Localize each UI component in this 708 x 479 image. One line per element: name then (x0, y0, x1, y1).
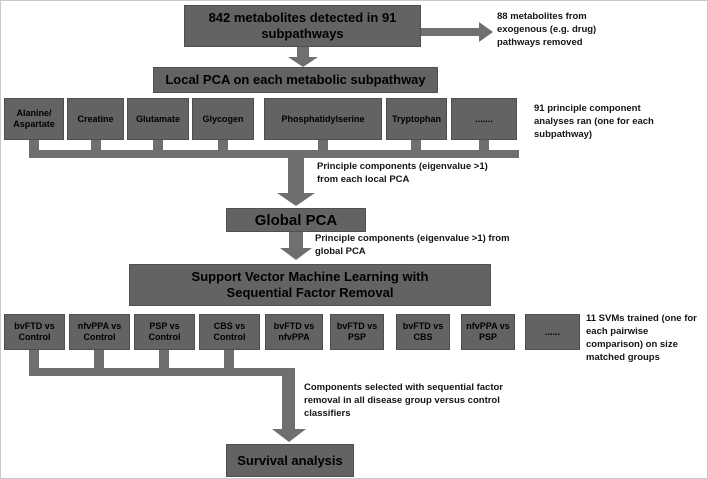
box-svm-comparison-label: nfvPPA vs PSP (466, 321, 510, 342)
box-subpathway-label: Alanine/ Aspartate (13, 108, 55, 129)
box-subpathway-label: ....... (475, 113, 493, 124)
box-svm-psp-control: PSP vs Control (134, 314, 195, 350)
arrow-to-survival-head-icon (272, 429, 306, 442)
connector-stub (29, 140, 39, 154)
box-subpathway-label: Glutamate (135, 113, 180, 124)
connector-stub (153, 140, 163, 154)
box-svm-nfvppa-control: nfvPPA vs Control (69, 314, 130, 350)
note-exogenous-removed: 88 metabolites from exogenous (e.g. drug… (497, 11, 597, 48)
connector-stub (411, 140, 421, 154)
box-subpathway-label: Tryptophan (392, 113, 441, 124)
box-subpathway-glutamate: Glutamate (127, 98, 189, 140)
connector-bar-row1 (29, 150, 519, 158)
note-91-analyses: 91 principle component analyses ran (one… (534, 103, 654, 140)
connector-stub (159, 350, 169, 370)
arrow-to-global-pca-shaft (288, 158, 304, 194)
connector-bar-row2 (29, 368, 295, 376)
connector-stub (29, 350, 39, 370)
box-global-pca-label: Global PCA (254, 211, 338, 229)
arrow-to-survival-shaft (282, 368, 295, 430)
box-svm-bvftd-nfvppa: bvFTD vs nfvPPA (265, 314, 323, 350)
box-local-pca: Local PCA on each metabolic subpathway (153, 67, 438, 93)
note-global-components: Principle components (eigenvalue >1) fro… (315, 233, 510, 257)
box-svm-bvftd-control: bvFTD vs Control (4, 314, 65, 350)
arrow-down-1-shaft (297, 47, 309, 58)
connector-stub (218, 140, 228, 154)
arrow-to-svm-shaft (289, 232, 303, 249)
box-subpathway-label: Phosphatidylserine (281, 113, 365, 124)
box-local-pca-label: Local PCA on each metabolic subpathway (165, 72, 426, 87)
box-svm-comparison-label: nfvPPA vs Control (77, 321, 122, 342)
box-subpathway-alanine-aspartate: Alanine/ Aspartate (4, 98, 64, 140)
connector-stub (91, 140, 101, 154)
box-svm-label: Support Vector Machine Learning with Seq… (191, 269, 429, 300)
connector-stub (224, 350, 234, 370)
box-subpathway-ellipsis: ....... (451, 98, 517, 140)
arrow-down-1-head-icon (288, 57, 318, 67)
box-subpathway-phosphatidylserine: Phosphatidylserine (264, 98, 382, 140)
box-survival-analysis-label: Survival analysis (237, 452, 343, 468)
box-svm-comparison-label: PSP vs Control (148, 321, 181, 342)
box-svm-comparison-label: ...... (544, 326, 560, 337)
note-11-svms: 11 SVMs trained (one for each pairwise c… (586, 313, 697, 363)
box-metabolites-detected-label: 842 metabolites detected in 91 subpathwa… (208, 10, 397, 41)
box-svm-ellipsis: ...... (525, 314, 580, 350)
box-svm-bvftd-cbs: bvFTD vs CBS (396, 314, 450, 350)
box-svm-comparison-label: bvFTD vs CBS (402, 321, 444, 342)
box-subpathway-glycogen: Glycogen (192, 98, 254, 140)
note-local-components: Principle components (eigenvalue >1) fro… (317, 161, 488, 185)
box-svm-bvftd-psp: bvFTD vs PSP (330, 314, 384, 350)
note-components-selected: Components selected with sequential fact… (304, 382, 504, 419)
box-subpathway-label: Glycogen (202, 113, 244, 124)
connector-stub (479, 140, 489, 154)
box-svm-nfvppa-psp: nfvPPA vs PSP (461, 314, 515, 350)
arrow-to-global-pca-head-icon (277, 193, 315, 206)
arrow-right-exogenous-head-icon (479, 22, 493, 42)
box-subpathway-creatine: Creatine (67, 98, 124, 140)
box-subpathway-label: Creatine (77, 113, 114, 124)
box-metabolites-detected: 842 metabolites detected in 91 subpathwa… (184, 5, 421, 47)
box-svm-cbs-control: CBS vs Control (199, 314, 260, 350)
box-global-pca: Global PCA (226, 208, 366, 232)
box-svm-comparison-label: bvFTD vs Control (14, 321, 55, 342)
box-svm-comparison-label: CBS vs Control (213, 321, 246, 342)
box-svm-comparison-label: bvFTD vs PSP (336, 321, 378, 342)
connector-stub (94, 350, 104, 370)
box-subpathway-tryptophan: Tryptophan (386, 98, 447, 140)
box-svm: Support Vector Machine Learning with Seq… (129, 264, 491, 306)
box-survival-analysis: Survival analysis (226, 444, 354, 477)
arrow-right-exogenous-shaft (421, 28, 479, 36)
connector-stub (318, 140, 328, 154)
box-svm-comparison-label: bvFTD vs nfvPPA (273, 321, 315, 342)
arrow-to-svm-head-icon (280, 248, 312, 260)
